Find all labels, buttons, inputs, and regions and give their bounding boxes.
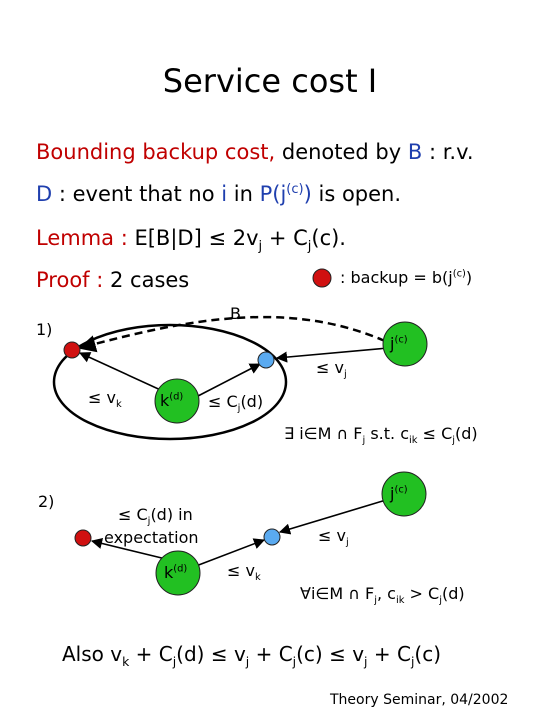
case1-exists-condition: ∃ i∈M ∩ Fj s.t. cik ≤ Cj(d) xyxy=(284,424,478,447)
case1-arrow-k-to-blue xyxy=(197,363,261,397)
case2-k-node xyxy=(155,550,201,596)
case2-arrow-k-to-red xyxy=(90,537,171,561)
lemma-label: Lemma : xyxy=(36,226,128,250)
statement-red-phrase: Bounding backup cost, xyxy=(36,140,276,164)
case2-vk-label: ≤ vk xyxy=(227,561,261,584)
case1-blue-node xyxy=(257,351,275,369)
case2-red-node xyxy=(74,529,92,547)
case2-label: 2) xyxy=(38,492,55,511)
also-inequality-line: Also vk + Cj(d) ≤ vj + Cj(c) ≤ vj + Cj(c… xyxy=(62,642,441,669)
case2-cj-label: ≤ Cj(d) in xyxy=(118,505,193,528)
case2-arrow-green-to-blue xyxy=(278,499,387,535)
case1-k-label: k(d) xyxy=(160,391,184,410)
case2-k-label: k(d) xyxy=(164,563,188,582)
case2-expectation-label: expectation xyxy=(104,528,199,547)
footer-text: Theory Seminar, 04/2002 xyxy=(330,692,509,708)
case1-k-node xyxy=(154,378,200,424)
variable-b: B xyxy=(407,140,423,164)
case2-jc-node xyxy=(381,471,427,517)
statement-line-2: D : event that no i in P(j(c)) is open. xyxy=(36,182,402,206)
case2-arrow-k-to-blue xyxy=(195,538,266,567)
case2-blue-node xyxy=(263,528,281,546)
case1-red-node xyxy=(63,341,81,359)
case1-label: 1) xyxy=(36,320,53,339)
case1-cj-label: ≤ Cj(d) xyxy=(208,392,264,415)
case1-jc-node xyxy=(382,321,428,367)
proof-label: Proof : xyxy=(36,268,104,292)
statement-line-1: Bounding backup cost, denoted by B : r.v… xyxy=(36,140,474,164)
case2-forall-condition: ∀i∈M ∩ Fj, cik > Cj(d) xyxy=(300,584,465,607)
page-title: Service cost I xyxy=(162,62,378,100)
legend-red-node xyxy=(312,268,332,288)
case1-arrow-green-to-blue xyxy=(275,347,389,363)
case1-vk-label: ≤ vk xyxy=(88,388,122,411)
case1-set-ellipse xyxy=(52,323,288,441)
legend-text: : backup = b(j(c)) xyxy=(340,268,473,287)
case1-vj-label: ≤ vj xyxy=(316,358,347,381)
case2-vj-label: ≤ vj xyxy=(318,526,349,549)
case1-b-label: B xyxy=(230,304,241,323)
case2-jc-label: j(c) xyxy=(390,484,408,503)
case1-backup-dashed-arrow xyxy=(78,315,386,353)
case1-jc-label: j(c) xyxy=(390,334,408,353)
lemma-line: Lemma : E[B|D] ≤ 2vj + Cj(c). xyxy=(36,226,346,255)
proof-line: Proof : 2 cases xyxy=(36,268,190,292)
